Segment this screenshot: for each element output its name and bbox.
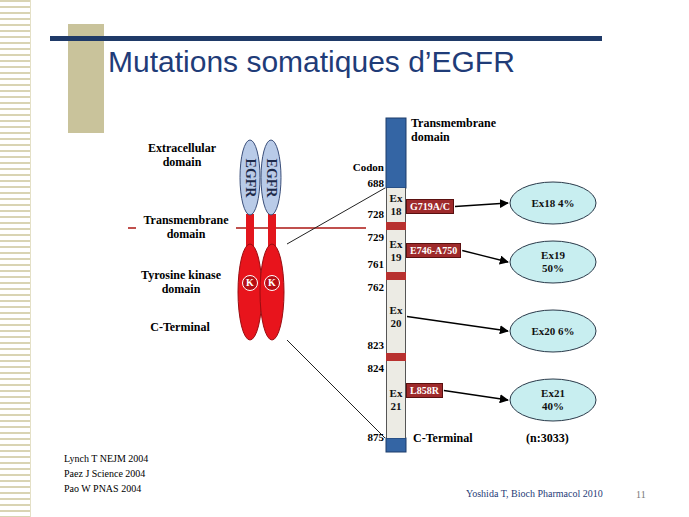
reference: Paez J Science 2004 [64, 467, 244, 480]
arrow-connector [444, 391, 508, 401]
domain-label: C-Terminal [413, 431, 503, 445]
kinase-marker: K [264, 275, 280, 291]
domain-label: Transmembrane domain [136, 213, 236, 241]
frequency-label: Ex19 50% [531, 249, 575, 275]
mutation-label: L858R [410, 384, 439, 397]
ellipse-shape [510, 379, 596, 421]
ellipse-shape [510, 182, 596, 224]
receptor-ectodomain: EGFR [260, 139, 282, 216]
ellipse-shape [240, 140, 260, 215]
title-rule [50, 36, 602, 41]
frequency-ellipse: Ex21 40% [509, 378, 597, 422]
reference: Pao W PNAS 2004 [64, 482, 244, 495]
codon-number: 728 [340, 207, 384, 221]
reference: Lynch T NEJM 2004 [64, 452, 244, 465]
page-number: 11 [636, 488, 666, 501]
codon-number: 875 [340, 430, 384, 444]
mutation-box: L858R [406, 383, 443, 398]
kinase-domain [260, 244, 284, 340]
zoom-line [287, 340, 385, 438]
ellipse-shape [510, 241, 596, 283]
exon-segment: Ex 20 [386, 280, 406, 353]
domain-label: Tyrosine kinase domain [126, 268, 236, 296]
mutation-label: E746-A750 [410, 244, 457, 257]
slide-title: Mutations somatiques d’EGFR [108, 44, 515, 80]
kinase-domain [238, 244, 262, 340]
ellipse-shape [510, 310, 596, 352]
mutation-label: G719A/C [410, 200, 450, 213]
codon-number: 688 [340, 176, 384, 190]
frequency-label: Ex21 40% [531, 387, 575, 413]
sample-size: (n:3033) [526, 431, 606, 445]
stripe-band [0, 0, 30, 517]
intron-band [386, 222, 406, 230]
arrow-connector [407, 317, 508, 332]
domain-label: Transmembrane domain [411, 116, 511, 144]
codon-number: 729 [340, 230, 384, 244]
kinase-marker: K [242, 275, 258, 291]
exon-label: Ex 20 [387, 304, 405, 330]
receptor-stalk [246, 214, 254, 248]
exon-label: Ex 18 [387, 192, 405, 218]
codon-number: 761 [340, 257, 384, 271]
receptor-ectodomain: EGFR [239, 139, 261, 216]
exon-segment: Ex 21 [386, 361, 406, 438]
codon-number: 762 [340, 280, 384, 294]
exon-segment: Ex 18 [386, 188, 406, 222]
bar-segment [386, 438, 406, 452]
arrow-connector [455, 203, 508, 207]
intron-band [386, 272, 406, 280]
domain-letter: K [268, 277, 276, 289]
intron-band [386, 353, 406, 361]
domain-letter: EGFR [242, 158, 258, 197]
exon-label: Ex 21 [387, 387, 405, 413]
mutation-box: G719A/C [406, 199, 454, 214]
stripe-edge [30, 0, 31, 517]
receptor-stalk [268, 214, 276, 248]
domain-letter: EGFR [263, 158, 279, 197]
frequency-ellipse: Ex19 50% [509, 240, 597, 284]
frequency-ellipse: Ex18 4% [509, 181, 597, 225]
domain-label: Extracellular domain [132, 141, 232, 169]
source-citation: Yoshida T, Bioch Pharmacol 2010 [466, 487, 636, 500]
codon-number: 824 [340, 361, 384, 375]
mutation-box: E746-A750 [406, 243, 461, 258]
exon-segment: Ex 19 [386, 230, 406, 272]
ellipse-shape [261, 140, 281, 215]
frequency-label: Ex18 4% [531, 197, 574, 210]
zoom-line [287, 188, 385, 244]
bar-segment [386, 118, 406, 188]
frequency-ellipse: Ex20 6% [509, 309, 597, 353]
codon-number: 823 [340, 338, 384, 352]
arrow-connector [462, 251, 508, 263]
domain-label: C-Terminal [138, 320, 222, 334]
exon-label: Ex 19 [387, 238, 405, 264]
frequency-label: Ex20 6% [531, 325, 574, 338]
domain-letter: K [246, 277, 254, 289]
axis-title: Codon [330, 160, 384, 174]
